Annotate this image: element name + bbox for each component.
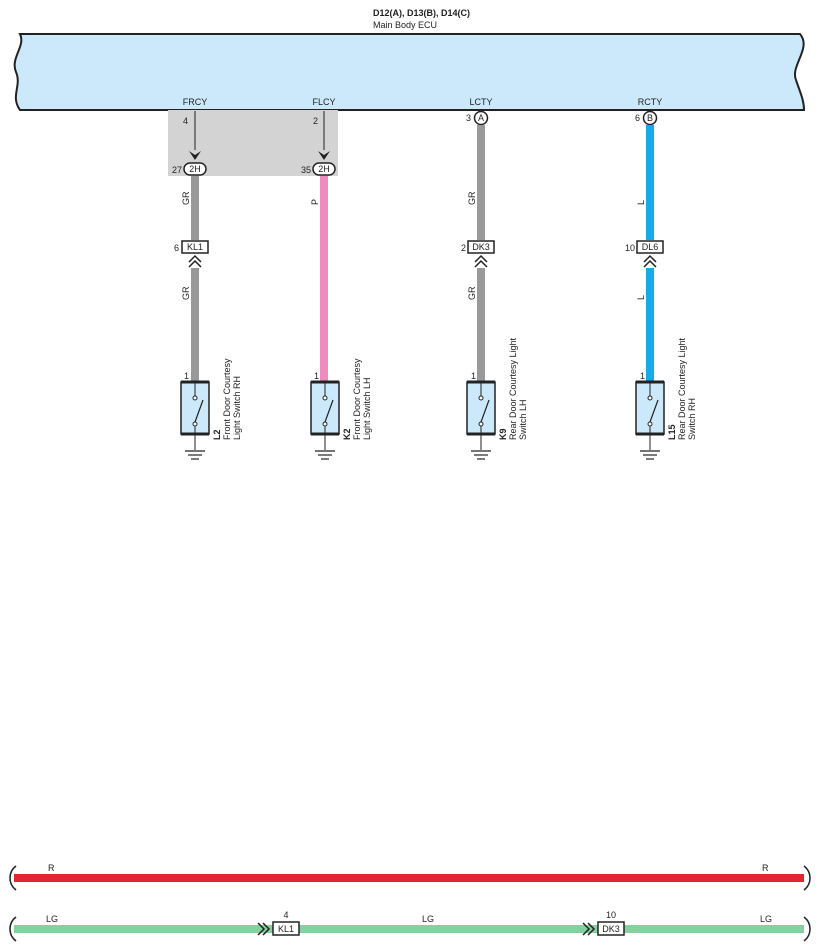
red-wire-code-right: R [762, 863, 769, 873]
switch-name1-rcty: Rear Door Courtesy Light [677, 337, 687, 440]
connector-pin-lcty: 2 [461, 243, 466, 253]
connector-box-lcty [467, 240, 495, 254]
switch-contact-frcy [194, 399, 204, 423]
wire-code-top-lcty: GR [467, 191, 477, 205]
switch-pin-flcy: 1 [314, 371, 319, 381]
connector-label-kl1-bottom: KL1 [278, 924, 294, 934]
arrow-frcy [189, 151, 201, 160]
switch-pin-rcty: 1 [640, 371, 645, 381]
wire-flcy [320, 176, 328, 382]
signal-label-rcty: RCTY [638, 97, 663, 107]
switch-pin-frcy: 1 [184, 371, 189, 381]
wire-top-rcty [646, 125, 654, 240]
break-mark-left-green [9, 916, 17, 942]
switch-code-lcty: K9 [498, 428, 508, 440]
ecu-pin-frcy: 4 [183, 116, 188, 126]
connector-pin-dk3-bottom: 10 [606, 910, 616, 920]
switch-name2-lcty: Switch LH [518, 399, 528, 440]
green-wire-code-left: LG [46, 914, 58, 924]
chevron-frcy [188, 254, 202, 268]
ecu-pin-flcy: 2 [313, 116, 318, 126]
wire-code-top-frcy: GR [181, 191, 191, 205]
switch-name1-lcty: Rear Door Courtesy Light [508, 337, 518, 440]
wire-code-bottom-lcty: GR [467, 286, 477, 300]
junction-label-flcy: 2H [318, 164, 330, 174]
circuit-frcy: FRCY 4 27 2H GR 6 KL1 GR 1 L2 Front Door… [172, 97, 242, 460]
green-wire-code-right: LG [760, 914, 772, 924]
chevron-dk3-bottom [582, 922, 596, 936]
wire-code-bottom-rcty: L [636, 295, 646, 300]
junction-oval-flcy [312, 162, 336, 176]
connector-pin-rcty: 10 [625, 243, 635, 253]
switch-pin-lcty: 1 [471, 371, 476, 381]
wire-code-bottom-frcy: GR [181, 286, 191, 300]
circuit-lcty: LCTY 3 A GR 2 DK3 GR 1 K9 Rear Door Cour… [461, 97, 528, 460]
main-body-ecu-block [13, 33, 806, 111]
arrow-flcy [318, 151, 330, 160]
green-wire-code-mid: LG [422, 914, 434, 924]
break-mark-left-red [9, 865, 17, 891]
junction-pin-frcy: 27 [172, 165, 182, 175]
ecu-marker-rcty [642, 110, 658, 126]
green-wire [14, 925, 804, 933]
ecu-marker-label-lcty: A [478, 113, 484, 123]
connector-label-dk3-bottom: DK3 [602, 924, 620, 934]
connector-box-dk3-bottom [597, 921, 625, 936]
circuit-flcy: FLCY 2 35 2H P 1 K2 Front Door Courtesy … [301, 97, 372, 460]
junction-pin-flcy: 35 [301, 165, 311, 175]
switch-code-rcty: L15 [667, 424, 677, 440]
connector-box-kl1-bottom [272, 921, 300, 936]
switch-name1-flcy: Front Door Courtesy [352, 358, 362, 440]
connector-pin-kl1-bottom: 4 [283, 910, 288, 920]
chevron-kl1-bottom [257, 922, 271, 936]
wire-code-top-flcy: P [310, 199, 320, 205]
switch-code-flcy: K2 [342, 428, 352, 440]
signal-label-lcty: LCTY [469, 97, 492, 107]
connector-label-rcty: DL6 [642, 242, 659, 252]
switch-name2-flcy: Light Switch LH [362, 377, 372, 440]
ecu-pin-lcty: 3 [466, 113, 471, 123]
wire-bottom-rcty [646, 268, 654, 382]
connector-label-lcty: DK3 [472, 242, 490, 252]
signal-label-flcy: FLCY [312, 97, 335, 107]
junction-label-frcy: 2H [189, 164, 201, 174]
circuit-rcty: RCTY 6 B L 10 DL6 L 1 L15 Rear Door Cour… [625, 97, 697, 460]
wire-top-frcy [191, 176, 199, 240]
switch-name2-rcty: Switch RH [687, 398, 697, 440]
connector-box-rcty [636, 240, 664, 254]
red-wire-code-left: R [48, 863, 55, 873]
wire-bottom-lcty [477, 268, 485, 382]
wire-bottom-frcy [191, 268, 199, 382]
ecu-connectors-label: D12(A), D13(B), D14(C) [373, 8, 470, 18]
break-mark-right-green [803, 916, 811, 942]
switch-name2-frcy: Light Switch RH [232, 376, 242, 440]
wire-line-red: R R [9, 863, 811, 891]
break-mark-right-red [803, 865, 811, 891]
ecu-pin-rcty: 6 [635, 113, 640, 123]
red-wire [14, 874, 804, 882]
ecu-marker-label-rcty: B [647, 113, 653, 123]
wire-line-green: LG LG LG KL1 4 DK3 10 [9, 910, 811, 942]
junction-oval-frcy [183, 162, 207, 176]
connector-pin-frcy: 6 [174, 243, 179, 253]
wire-code-top-rcty: L [636, 200, 646, 205]
ecu-name-label: Main Body ECU [373, 20, 437, 30]
connector-label-frcy: KL1 [187, 242, 203, 252]
signal-label-frcy: FRCY [183, 97, 208, 107]
wire-top-lcty [477, 125, 485, 240]
connector-box-frcy [181, 240, 209, 254]
ecu-marker-lcty [473, 110, 489, 126]
switch-code-frcy: L2 [212, 429, 222, 440]
switch-name1-frcy: Front Door Courtesy [222, 358, 232, 440]
